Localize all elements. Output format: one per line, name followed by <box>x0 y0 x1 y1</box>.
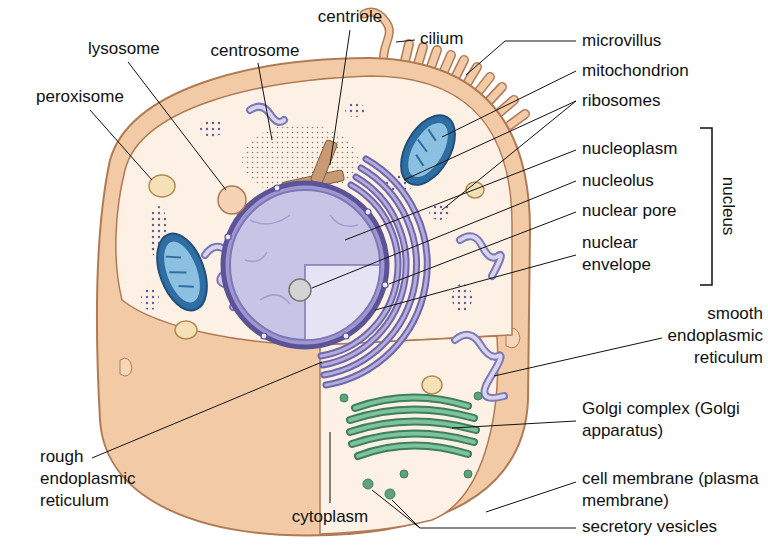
part-label: lysosome <box>88 38 178 60</box>
nucleus <box>223 183 388 347</box>
part-label: peroxisome <box>36 86 146 108</box>
part-label: nucleus <box>717 166 739 246</box>
part-label: centriole <box>300 6 400 28</box>
part-label: nucleoplasm <box>582 138 742 160</box>
part-label: cytoplasm <box>270 506 390 528</box>
cell-body <box>97 58 530 535</box>
part-label: nuclear envelope <box>582 232 682 276</box>
part-label: cilium <box>420 28 490 50</box>
nucleus-bracket <box>700 128 712 285</box>
part-label: mitochondrion <box>582 60 742 82</box>
part-label: smooth endoplasmic reticulum <box>633 303 763 369</box>
part-label: Golgi complex (Golgi apparatus) <box>582 398 752 442</box>
cut-surface-top <box>116 76 512 345</box>
smooth-er <box>205 107 504 398</box>
part-label: rough endoplasmic reticulum <box>40 446 150 512</box>
leader-lines <box>90 30 662 528</box>
part-label: microvillus <box>582 30 742 52</box>
lysosome <box>218 186 246 214</box>
part-label: secretory vesicles <box>582 516 762 538</box>
part-label: centrosome <box>200 40 310 62</box>
peroxisomes <box>149 175 484 394</box>
part-label: ribosomes <box>582 90 742 112</box>
part-label: nuclear pore <box>582 200 742 222</box>
part-label: nucleolus <box>582 170 742 192</box>
golgi-complex <box>350 397 476 456</box>
secretory-vesicles <box>340 392 482 499</box>
part-label: cell membrane (plasma membrane) <box>582 468 762 512</box>
